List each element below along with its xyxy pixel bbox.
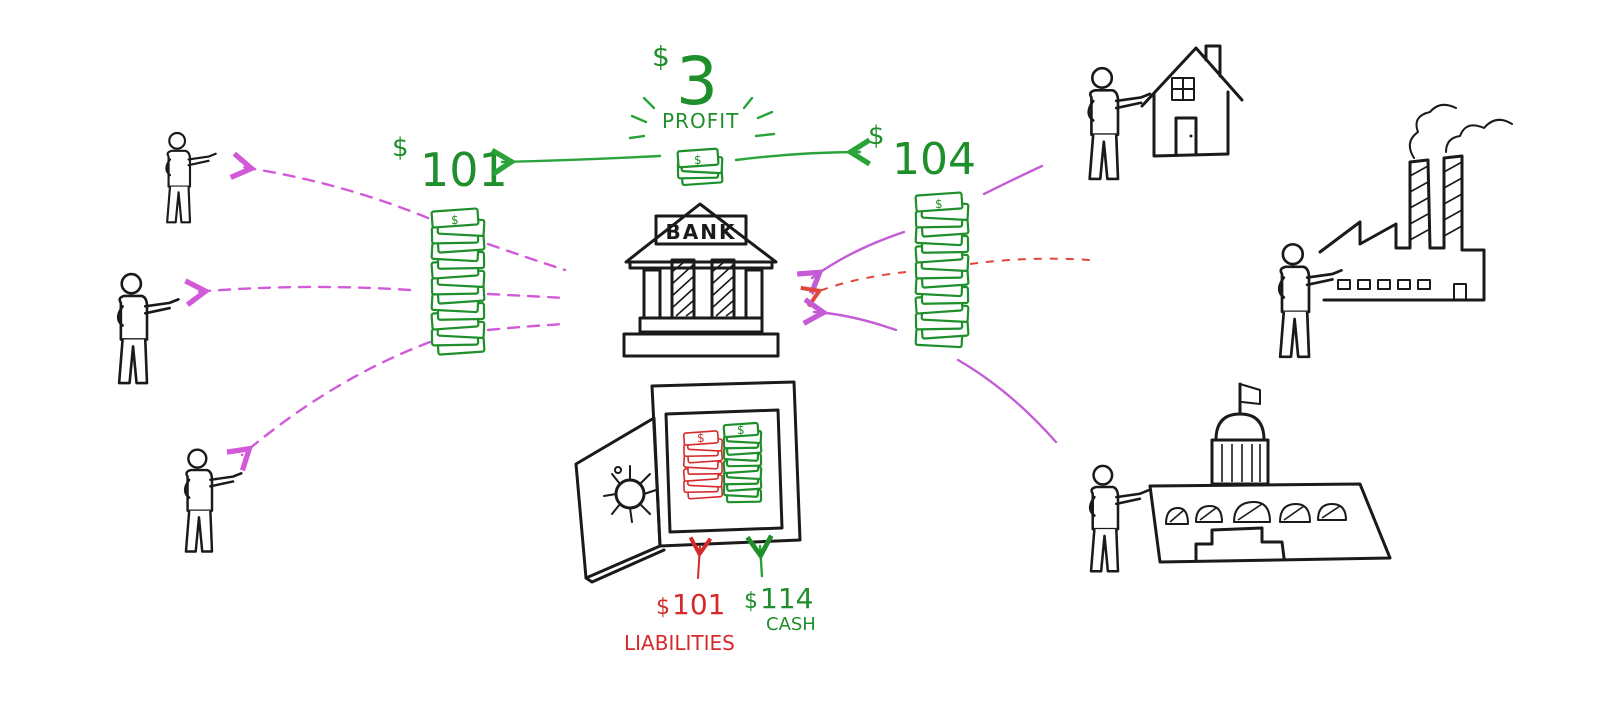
money-stack-left: $ xyxy=(430,207,486,356)
inflow-arrow xyxy=(814,312,898,332)
cash-amount: 114 xyxy=(760,582,813,615)
cash-currency: $ xyxy=(744,589,758,614)
person-icon xyxy=(1088,464,1150,573)
bank-icon: BANK xyxy=(622,202,780,358)
right-amount-currency: $ xyxy=(868,121,885,151)
outflow-arrow xyxy=(486,292,567,300)
bill xyxy=(722,421,760,439)
bill xyxy=(676,147,720,169)
right-to-profit-arrow xyxy=(734,152,860,160)
liabilities-arrow xyxy=(688,536,713,579)
inflow-arrows xyxy=(800,164,1091,444)
left-amount-label: $ 101 xyxy=(392,133,508,197)
person-icon xyxy=(183,448,243,554)
outflow-arrow xyxy=(486,242,567,272)
safe-labels: $ 101 LIABILITIES $ 114 CASH xyxy=(624,534,816,655)
outflow-arrow xyxy=(486,322,567,332)
liabilities-money-stack: $ xyxy=(682,430,724,500)
liabilities-text: LIABILITIES xyxy=(624,631,735,655)
right-amount: 104 xyxy=(892,134,976,185)
person-icon xyxy=(116,272,180,385)
inflow-arrow xyxy=(956,358,1058,444)
person-icon xyxy=(1087,66,1152,181)
bill xyxy=(430,207,480,229)
inflow-arrow xyxy=(800,271,907,308)
profit-to-left-arrow xyxy=(502,156,662,162)
factory-icon xyxy=(1318,103,1513,302)
profit-flow-arrows xyxy=(502,152,860,162)
outflow-arrow xyxy=(242,340,432,455)
money-stack-right: $ xyxy=(914,191,970,349)
outflow-arrows xyxy=(196,167,567,455)
person-left-middle xyxy=(116,272,180,385)
outflow-arrow xyxy=(242,167,430,220)
bill xyxy=(682,430,720,446)
business xyxy=(1277,103,1513,359)
bill-mark: $ xyxy=(694,153,702,167)
person-left-top xyxy=(164,131,218,224)
safe-icon: $ $ xyxy=(574,380,802,584)
liabilities-amount: 101 xyxy=(672,588,725,621)
bank-sign-text: BANK xyxy=(666,220,737,244)
left-amount-currency: $ xyxy=(392,133,409,163)
profit-currency: $ xyxy=(652,40,670,73)
government-building-icon xyxy=(1148,382,1392,564)
government xyxy=(1088,382,1392,573)
person-left-bottom xyxy=(183,448,243,554)
profit-money-icon: $ xyxy=(676,147,724,187)
person-icon xyxy=(164,131,218,224)
outflow-arrow xyxy=(196,287,412,292)
cash-money-stack: $ xyxy=(722,421,763,504)
cash-arrow xyxy=(745,534,774,578)
inflow-arrow xyxy=(982,164,1044,196)
profit-label: $ 3 PROFIT xyxy=(628,40,776,140)
profit-text: PROFIT xyxy=(662,109,739,133)
bill-mark: $ xyxy=(451,213,459,227)
bill-mark: $ xyxy=(935,197,943,211)
right-amount-label: $ 104 xyxy=(868,121,976,185)
cash-text: CASH xyxy=(766,614,816,635)
inflow-arrow xyxy=(969,257,1091,265)
bill-mark: $ xyxy=(697,431,705,445)
inflow-arrow xyxy=(812,230,906,278)
left-amount: 101 xyxy=(420,143,508,197)
bill-mark: $ xyxy=(737,423,745,437)
profit-amount: 3 xyxy=(676,43,718,120)
liabilities-currency: $ xyxy=(656,595,670,620)
bill xyxy=(914,191,964,213)
household xyxy=(1087,44,1244,181)
house-icon xyxy=(1140,44,1244,158)
bank-sign xyxy=(654,214,748,246)
profit-sparkle-lines xyxy=(628,96,776,140)
